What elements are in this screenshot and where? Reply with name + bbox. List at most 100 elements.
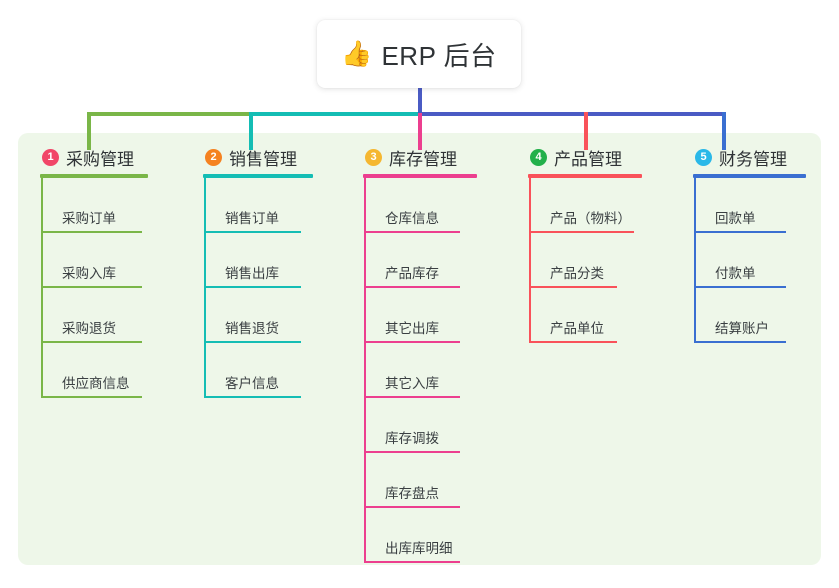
list-item[interactable]: 仓库信息: [363, 178, 513, 233]
branch-spine-1: [41, 178, 43, 398]
item-label: 仓库信息: [385, 211, 439, 226]
list-item[interactable]: 采购入库: [40, 233, 190, 288]
branch-header-rule-3: [363, 174, 477, 178]
item-label: 供应商信息: [62, 376, 130, 391]
item-rule: [204, 396, 301, 398]
item-rule: [204, 286, 301, 288]
item-label: 其它出库: [385, 321, 439, 336]
branch-items-4: 产品（物料） 产品分类 产品单位: [528, 178, 688, 343]
list-item[interactable]: 结算账户: [693, 288, 839, 343]
list-item[interactable]: 产品单位: [528, 288, 688, 343]
list-item[interactable]: 其它出库: [363, 288, 513, 343]
item-rule: [204, 231, 301, 233]
list-item[interactable]: 采购退货: [40, 288, 190, 343]
item-label: 销售订单: [225, 211, 279, 226]
branch-spine-3: [364, 178, 366, 563]
item-label: 出库库明细: [385, 541, 453, 556]
item-rule: [364, 286, 460, 288]
list-item[interactable]: 库存调拨: [363, 398, 513, 453]
item-label: 采购退货: [62, 321, 116, 336]
item-rule: [41, 341, 142, 343]
list-item[interactable]: 产品库存: [363, 233, 513, 288]
list-item[interactable]: 出库库明细: [363, 508, 513, 563]
list-item[interactable]: 供应商信息: [40, 343, 190, 398]
branch-header-4[interactable]: 4 产品管理: [528, 145, 688, 169]
item-label: 库存盘点: [385, 486, 439, 501]
list-item[interactable]: 产品（物料）: [528, 178, 688, 233]
branch-badge-5: 5: [695, 148, 712, 166]
list-item[interactable]: 销售订单: [203, 178, 353, 233]
branch-items-1: 采购订单 采购入库 采购退货 供应商信息: [40, 178, 190, 398]
list-item[interactable]: 客户信息: [203, 343, 353, 398]
connector-stem: [418, 88, 422, 113]
branch-title-4: 产品管理: [554, 149, 622, 169]
branch-header-5[interactable]: 5 财务管理: [693, 145, 839, 169]
branch-spine-4: [529, 178, 531, 343]
branch-badge-3: 3: [365, 148, 382, 166]
branch-title-5: 财务管理: [719, 149, 787, 169]
item-rule: [364, 341, 460, 343]
item-label: 销售退货: [225, 321, 279, 336]
branch-header-rule-2: [203, 174, 313, 178]
root-node-card[interactable]: 👍 ERP 后台: [317, 20, 521, 88]
connector-bus-teal: [249, 112, 421, 116]
list-item[interactable]: 其它入库: [363, 343, 513, 398]
branch-title-3: 库存管理: [389, 149, 457, 169]
item-rule: [364, 451, 460, 453]
branch-column-4: 4 产品管理 产品（物料） 产品分类 产品单位: [528, 145, 688, 343]
branch-items-2: 销售订单 销售出库 销售退货 客户信息: [203, 178, 353, 398]
item-label: 采购入库: [62, 266, 116, 281]
branch-badge-1: 1: [42, 148, 59, 166]
item-rule: [694, 341, 786, 343]
item-label: 采购订单: [62, 211, 116, 226]
item-rule: [364, 506, 460, 508]
item-label: 产品分类: [550, 266, 604, 281]
list-item[interactable]: 采购订单: [40, 178, 190, 233]
list-item[interactable]: 付款单: [693, 233, 839, 288]
connector-drop-1: [87, 112, 91, 150]
connector-bus-green: [87, 112, 289, 116]
item-rule: [529, 231, 634, 233]
item-label: 其它入库: [385, 376, 439, 391]
item-rule: [694, 231, 786, 233]
item-label: 客户信息: [225, 376, 279, 391]
branch-spine-2: [204, 178, 206, 398]
branch-header-3[interactable]: 3 库存管理: [363, 145, 513, 169]
connector-drop-4: [584, 112, 588, 150]
branch-header-2[interactable]: 2 销售管理: [203, 145, 353, 169]
branch-items-5: 回款单 付款单 结算账户: [693, 178, 839, 343]
item-label: 结算账户: [715, 321, 769, 336]
branch-title-2: 销售管理: [229, 149, 297, 169]
thumbs-up-icon: 👍: [341, 39, 373, 68]
item-label: 库存调拨: [385, 431, 439, 446]
branch-spine-5: [694, 178, 696, 343]
item-rule: [204, 341, 301, 343]
item-rule: [364, 396, 460, 398]
item-label: 销售出库: [225, 266, 279, 281]
branch-column-1: 1 采购管理 采购订单 采购入库 采购退货 供应商信息: [40, 145, 190, 398]
branch-badge-2: 2: [205, 148, 222, 166]
item-rule: [694, 286, 786, 288]
item-label: 回款单: [715, 211, 756, 226]
branch-header-rule-4: [528, 174, 642, 178]
connector-drop-5: [722, 112, 726, 150]
item-rule: [529, 341, 617, 343]
item-label: 产品单位: [550, 321, 604, 336]
root-node-title: ERP 后台: [381, 40, 497, 71]
branch-title-1: 采购管理: [66, 149, 134, 169]
connector-drop-3: [418, 112, 422, 150]
connector-bus-blue: [418, 112, 724, 116]
item-rule: [41, 231, 142, 233]
branch-items-3: 仓库信息 产品库存 其它出库 其它入库 库存调拨 库存盘点: [363, 178, 513, 563]
list-item[interactable]: 回款单: [693, 178, 839, 233]
branch-badge-4: 4: [530, 148, 547, 166]
item-label: 产品（物料）: [550, 211, 631, 226]
list-item[interactable]: 库存盘点: [363, 453, 513, 508]
list-item[interactable]: 销售出库: [203, 233, 353, 288]
item-rule: [364, 561, 460, 563]
branch-header-1[interactable]: 1 采购管理: [40, 145, 190, 169]
list-item[interactable]: 产品分类: [528, 233, 688, 288]
branch-header-rule-5: [693, 174, 806, 178]
list-item[interactable]: 销售退货: [203, 288, 353, 343]
